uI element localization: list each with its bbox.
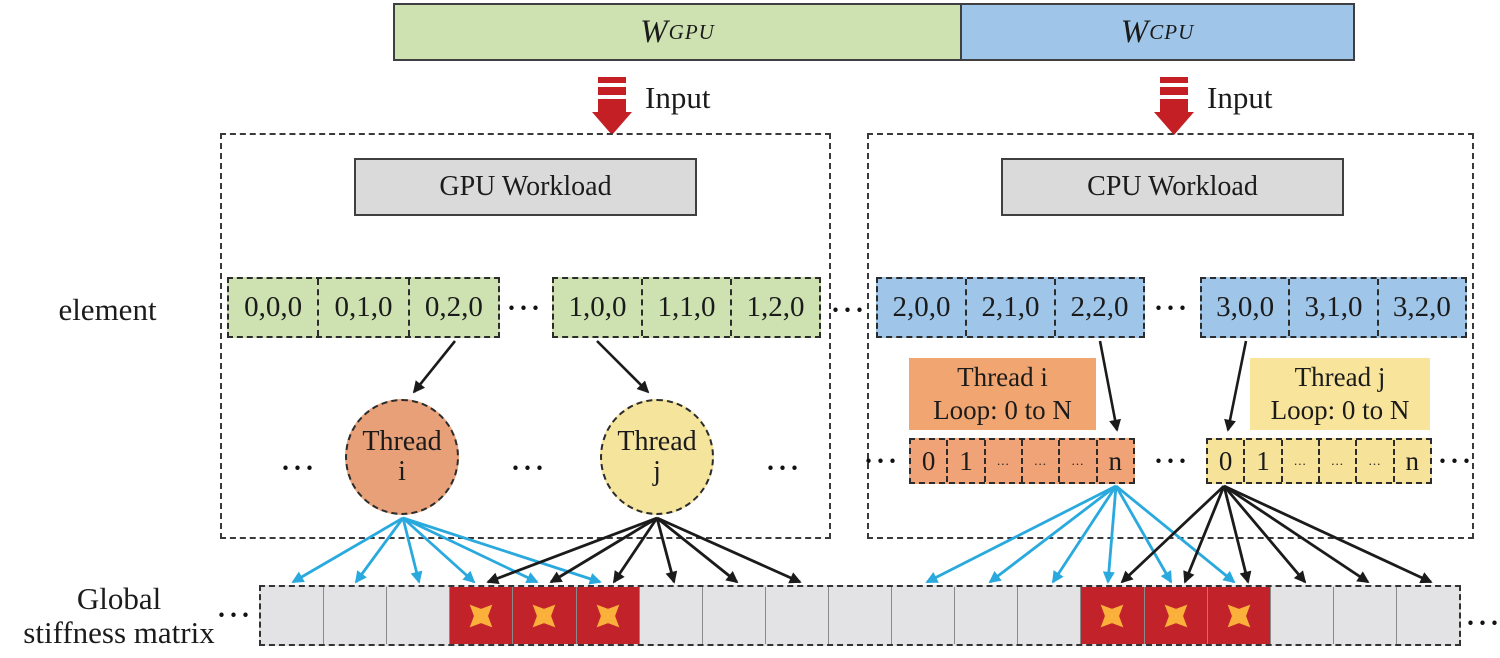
matrix-label-line1: Global — [76, 581, 162, 616]
element-cell: 0,0,0 — [229, 279, 320, 336]
loop-cell: ... — [1060, 440, 1098, 482]
matrix-label: Global stiffness matrix — [10, 582, 228, 650]
thread-j-box-line2: Loop: 0 to N — [1270, 395, 1410, 425]
loop-cell: ... — [1357, 440, 1395, 482]
thread-j-box-line1: Thread j — [1294, 362, 1386, 392]
loop-cell: n — [1108, 445, 1123, 476]
input-label-left: Input — [645, 80, 711, 115]
thread-i-loop-box: Thread i Loop: 0 to N — [909, 358, 1096, 430]
thread-j-line2: j — [653, 456, 661, 487]
ellipsis: ··· — [510, 453, 547, 483]
matrix-label-line2: stiffness matrix — [23, 615, 215, 650]
ellipsis: ··· — [830, 295, 867, 325]
ellipsis: ··· — [1153, 446, 1190, 476]
wcpu-symbol: W — [1120, 13, 1149, 50]
conflict-star-icon — [596, 604, 619, 627]
element-cell: 3,1,0 — [1290, 279, 1379, 336]
element-cell: 2,1,0 — [967, 279, 1056, 336]
matrix-cell-red — [576, 587, 640, 644]
element-cell: 3,0,0 — [1202, 279, 1291, 336]
loop-row-j: 0 1 ... ... ... n — [1206, 438, 1432, 484]
input-arrow-icon-left — [592, 77, 632, 135]
ellipsis: ··· — [280, 453, 317, 483]
matrix-cell-gray — [387, 587, 451, 644]
loop-row-i: 0 1 ... ... ... n — [909, 438, 1135, 484]
matrix-cell-gray — [261, 587, 325, 644]
gpu-element-row-b: 1,0,0 1,1,0 1,2,0 — [552, 277, 821, 338]
wgpu-symbol: W — [640, 13, 668, 50]
cpu-workload-title: CPU Workload — [1001, 158, 1344, 216]
ellipsis: ··· — [506, 293, 543, 323]
matrix-cell-red — [1144, 587, 1208, 644]
conflict-star-icon — [533, 604, 556, 627]
conflict-star-icon — [1164, 604, 1187, 627]
matrix-cell-gray — [640, 587, 703, 644]
element-cell: 1,0,0 — [554, 279, 643, 336]
loop-cell: ... — [1283, 440, 1320, 482]
conflict-star-icon — [470, 604, 493, 627]
wgpu-subscript: GPU — [668, 19, 715, 44]
element-cell: 1,2,0 — [746, 291, 805, 323]
matrix-cell-gray — [703, 587, 766, 644]
gpu-workload-title: GPU Workload — [354, 158, 697, 216]
gpu-element-row-a: 0,0,0 0,1,0 0,2,0 — [227, 277, 500, 338]
matrix-cell-gray — [892, 587, 956, 644]
thread-i-box-line2: Loop: 0 to N — [933, 395, 1072, 425]
matrix-cell-gray — [766, 587, 829, 644]
ellipsis: ··· — [863, 446, 900, 476]
ellipsis: ··· — [1437, 446, 1474, 476]
element-cell: 0,2,0 — [424, 291, 483, 323]
thread-i-line2: i — [398, 456, 406, 487]
matrix-cell-gray — [1018, 587, 1082, 644]
wcpu-subscript: CPU — [1149, 19, 1195, 44]
stiffness-matrix-row — [259, 585, 1461, 646]
loop-cell: 1 — [948, 440, 986, 482]
ellipsis: ··· — [1465, 608, 1500, 638]
matrix-cell-gray — [1397, 587, 1459, 644]
ellipsis: ··· — [765, 453, 802, 483]
element-cell: 2,2,0 — [1070, 291, 1129, 323]
loop-cell: 0 — [1208, 440, 1246, 482]
ellipsis: ··· — [216, 600, 253, 630]
element-cell: 3,2,0 — [1392, 291, 1451, 323]
input-label-right: Input — [1207, 80, 1273, 115]
thread-i-box-line1: Thread i — [957, 362, 1048, 392]
element-cell: 2,0,0 — [878, 279, 967, 336]
loop-cell: ... — [1023, 440, 1061, 482]
matrix-cell-red — [1081, 587, 1145, 644]
cpu-element-row-b: 3,0,0 3,1,0 3,2,0 — [1200, 277, 1467, 338]
matrix-cell-gray — [324, 587, 388, 644]
thread-i-line1: Thread — [362, 426, 442, 457]
thread-j-line1: Thread — [617, 426, 697, 457]
input-arrow-icon-right — [1154, 77, 1194, 135]
conflict-star-icon — [1101, 604, 1124, 627]
matrix-cell-gray — [1334, 587, 1397, 644]
element-label: element — [58, 292, 157, 327]
conflict-star-icon — [1227, 604, 1251, 627]
matrix-cell-gray — [829, 587, 893, 644]
matrix-cell-red — [1207, 587, 1271, 644]
loop-cell: n — [1405, 445, 1420, 476]
loop-cell: ... — [986, 440, 1023, 482]
element-cell: 0,1,0 — [319, 279, 410, 336]
loop-cell: ... — [1320, 440, 1358, 482]
ellipsis: ··· — [1153, 293, 1190, 323]
element-cell: 1,1,0 — [643, 279, 732, 336]
matrix-cell-red — [513, 587, 577, 644]
thread-j-loop-box: Thread j Loop: 0 to N — [1250, 358, 1430, 430]
loop-cell: 1 — [1245, 440, 1283, 482]
thread-j-circle: Thread j — [600, 399, 714, 515]
loop-cell: 0 — [911, 440, 949, 482]
thread-i-circle: Thread i — [345, 399, 459, 515]
matrix-cell-gray — [1271, 587, 1334, 644]
matrix-cell-red — [450, 587, 514, 644]
cpu-element-row-a: 2,0,0 2,1,0 2,2,0 — [876, 277, 1145, 338]
matrix-cell-gray — [955, 587, 1019, 644]
